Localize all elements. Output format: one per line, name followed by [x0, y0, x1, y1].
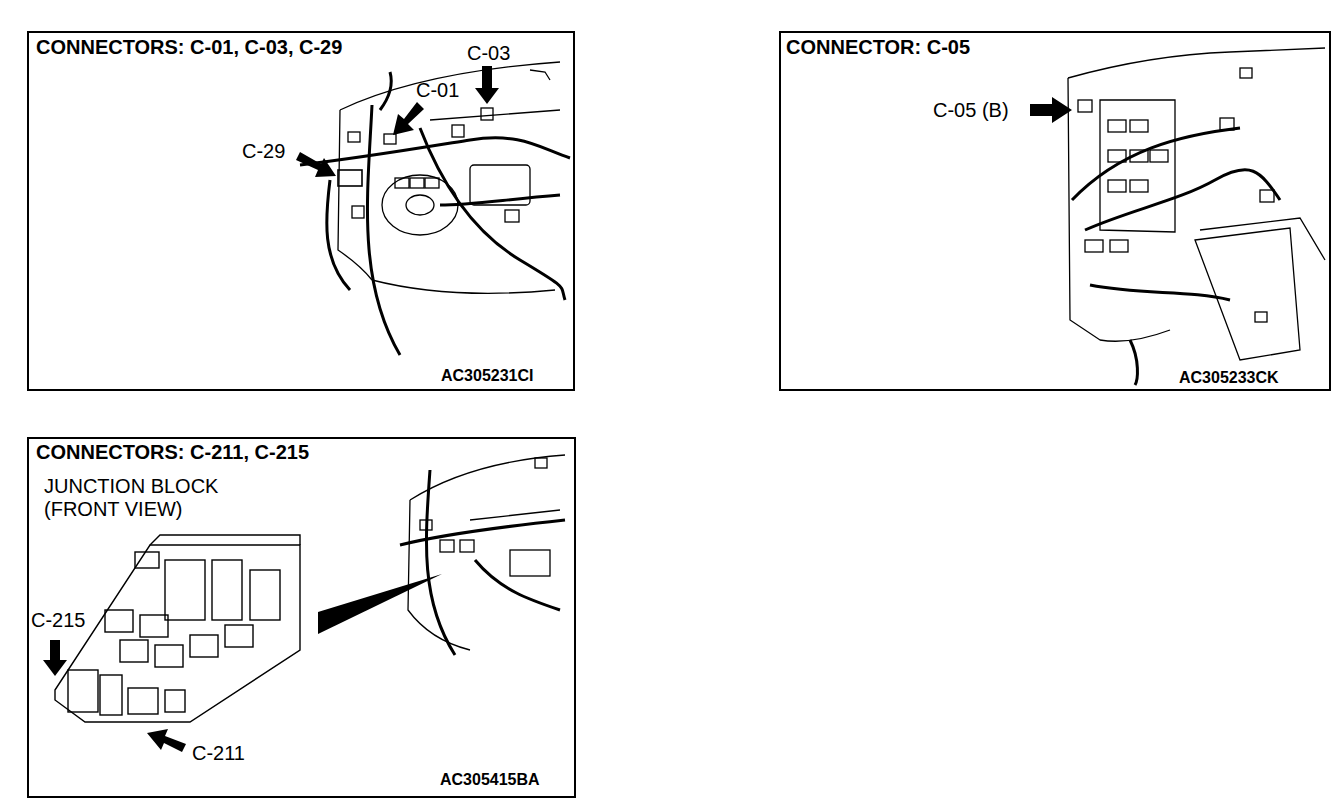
dashboard-sketch-3: [408, 455, 565, 650]
connector-callout: C-211: [192, 742, 245, 765]
connector-callout: C-03: [467, 42, 510, 65]
connector-callout: C-29: [242, 140, 285, 163]
arrow-c29: [296, 152, 336, 177]
junction-block: [55, 535, 300, 722]
connector-callout: C-05 (B): [933, 99, 1009, 122]
figure-code: AC305233CK: [1179, 369, 1279, 387]
panel-heading: CONNECTORS: C-01, C-03, C-29: [36, 36, 342, 59]
connector-panel: CONNECTORS: C-01, C-03, C-29 C-03C-01C-29…: [27, 31, 575, 391]
wire-harness-2: [1072, 128, 1280, 385]
dashboard-sketch-2: [1068, 48, 1325, 360]
pointer-arrows: [43, 66, 1072, 752]
view-wedge: [318, 574, 442, 634]
wire-harness-1: [300, 72, 570, 355]
arrow-c215: [43, 640, 67, 676]
figure-code: AC305231CI: [441, 367, 534, 385]
panel-heading: CONNECTORS: C-211, C-215: [36, 441, 309, 464]
wire-harness-3: [400, 470, 565, 655]
panel-subtitle: JUNCTION BLOCK (FRONT VIEW): [44, 475, 244, 521]
arrow-c211: [147, 729, 186, 752]
connector-panel: CONNECTORS: C-211, C-215JUNCTION BLOCK (…: [27, 437, 576, 798]
connector-callout: C-215: [31, 609, 85, 632]
figure-code: AC305415BA: [440, 771, 540, 789]
connector-callout: C-01: [416, 79, 459, 102]
connector-panel: CONNECTOR: C-05C-05 (B) AC305233CK: [779, 31, 1331, 391]
panel-heading: CONNECTOR: C-05: [786, 36, 970, 59]
arrow-c01: [393, 102, 424, 135]
arrow-c05: [1030, 97, 1072, 123]
arrow-c03: [475, 66, 499, 104]
